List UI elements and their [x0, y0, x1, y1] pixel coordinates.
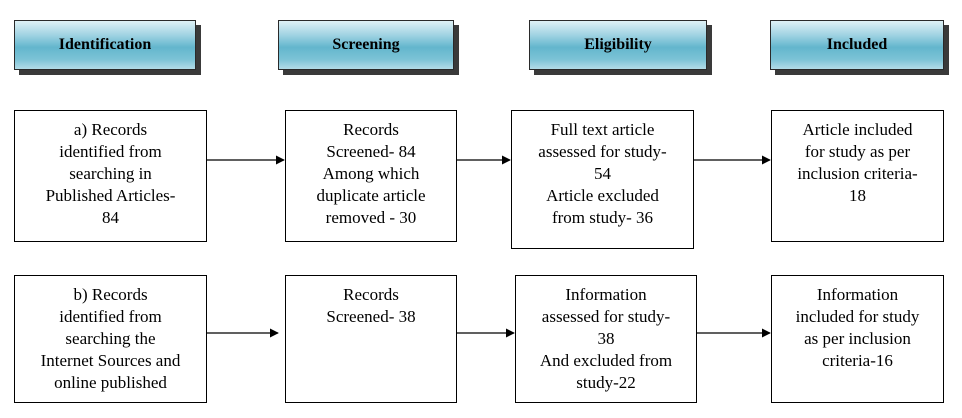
box-line: study-22 — [576, 373, 636, 392]
box-line: identified from — [59, 307, 162, 326]
box-line: online published — [54, 373, 167, 392]
box-line: 38 — [597, 329, 615, 348]
box-line: Information — [565, 285, 647, 304]
header-included-label: Included — [826, 36, 888, 53]
box-line: as per inclusion — [804, 329, 911, 348]
box-line: 18 — [849, 186, 866, 205]
box-line: assessed for study- — [538, 142, 667, 161]
box-line: Screened- 38 — [326, 307, 416, 326]
box-line: 54 — [594, 164, 611, 183]
header-screening: Screening — [278, 20, 454, 70]
box-line: criteria-16 — [822, 351, 893, 370]
header-eligibility: Eligibility — [529, 20, 707, 70]
box-line: Information — [816, 285, 899, 304]
box-line: included for study — [795, 307, 920, 326]
box-line: removed - 30 — [325, 208, 417, 227]
header-included: Included — [770, 20, 944, 70]
header-identification-label: Identification — [58, 36, 152, 53]
box-line: identified from — [59, 142, 162, 161]
box-line: Full text article — [550, 120, 655, 139]
box-line: 84 — [102, 208, 119, 227]
box-line: duplicate article — [316, 186, 426, 205]
box-line: Records — [343, 120, 399, 139]
screening-box-internet: Records Screened- 38 — [285, 275, 457, 403]
box-line: And excluded from — [539, 351, 673, 370]
eligibility-box-internet: Information assessed for study- 38 And e… — [515, 275, 697, 403]
header-identification: Identification — [14, 20, 196, 70]
identification-box-published: a) Records identified from searching in … — [14, 110, 207, 242]
box-line: Records — [343, 285, 399, 304]
included-box-internet: Information included for study as per in… — [771, 275, 944, 403]
box-line: searching in — [69, 164, 152, 183]
box-line: inclusion criteria- — [797, 164, 918, 183]
box-line: Published Articles- — [45, 186, 176, 205]
included-box-published: Article included for study as per inclus… — [771, 110, 944, 242]
screening-box-published: Records Screened- 84 Among which duplica… — [285, 110, 457, 242]
box-line: Internet Sources and — [40, 351, 181, 370]
box-line: for study as per — [804, 142, 911, 161]
eligibility-box-published: Full text article assessed for study- 54… — [511, 110, 694, 249]
box-line: searching the — [65, 329, 156, 348]
box-line: Article included — [802, 120, 913, 139]
box-line: a) Records — [73, 120, 148, 139]
box-line: from study- 36 — [551, 208, 654, 227]
header-screening-label: Screening — [332, 36, 400, 53]
box-line: assessed for study- — [541, 307, 671, 326]
header-eligibility-label: Eligibility — [584, 36, 652, 53]
box-line: Among which — [322, 164, 420, 183]
identification-box-internet: b) Records identified from searching the… — [14, 275, 207, 403]
box-line: b) Records — [73, 285, 148, 304]
box-line: Article excluded — [546, 186, 659, 205]
box-line: Screened- 84 — [326, 142, 416, 161]
